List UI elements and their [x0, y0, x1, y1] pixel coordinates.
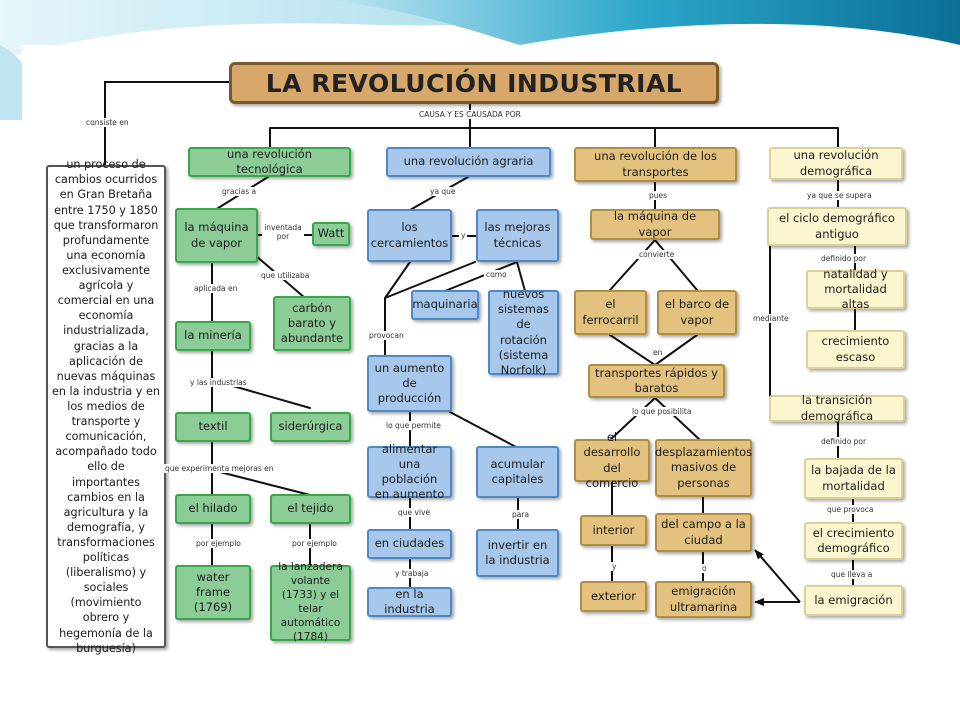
label-provocan: provocan [367, 331, 406, 340]
node-interior: interior [580, 515, 647, 546]
node-rev-demografica: una revolución demográfica [769, 147, 903, 180]
node-invertir: invertir en la industria [476, 529, 559, 577]
node-bajada-mortalidad: la bajada de la mortalidad [804, 458, 903, 499]
label-gracias-a: gracias a [220, 187, 259, 196]
node-rev-agraria: una revolución agraria [386, 147, 551, 177]
node-maquina-vapor: la máquina de vapor [175, 208, 258, 263]
label-ya-que: ya que [428, 187, 458, 196]
label-y-trabaja: y trabaja [393, 569, 431, 578]
node-aumento-produccion: un aumento de producción [367, 355, 452, 412]
label-lo-que-permite: lo que permite [384, 421, 443, 430]
link-mejoras-items [444, 261, 526, 292]
label-que-experimenta: que experimenta mejoras en [163, 464, 276, 473]
node-mineria: la minería [175, 321, 251, 351]
top-swoosh-light [0, 0, 960, 60]
node-maquina-vapor-t: la máquina de vapor [590, 209, 720, 240]
arrow-emigracion-campo [754, 549, 801, 603]
node-water-frame: water frame (1769) [175, 565, 251, 620]
label-y-transportes: y [610, 562, 619, 571]
label-que-lleva-a: que lleva a [829, 570, 875, 579]
node-desplazamientos: desplazamientos masivos de personas [655, 439, 752, 497]
link-title-definition [104, 81, 231, 169]
node-maquinaria: maquinaria [411, 290, 479, 320]
node-ultramarina: emigración ultramarina [655, 581, 752, 618]
link-vehicles-rapidos [609, 334, 698, 366]
label-consiste-en: consiste en [84, 118, 131, 127]
node-rev-transportes: una revolución de los transportes [574, 147, 737, 182]
node-lanzadera: la lanzadera volante (1733) y el telar a… [270, 561, 351, 643]
label-por-ejemplo-2: por ejemplo [290, 539, 339, 548]
node-textil: textil [175, 412, 251, 442]
link-title-branches [269, 101, 839, 149]
page-title: LA REVOLUCIÓN INDUSTRIAL [229, 62, 719, 104]
label-y-las-industrias: y las industrias [188, 378, 249, 387]
label-para: para [510, 510, 532, 519]
label-que-utilizaba: que utilizaba [259, 271, 312, 280]
label-definido-por-1: definido por [819, 254, 869, 263]
label-definido-por-2: definido por [819, 437, 869, 446]
node-natalidad: natalidad y mortalidad altas [806, 267, 905, 311]
node-watt: Watt [312, 222, 350, 246]
label-en: en [651, 348, 665, 357]
label-aplicada-en: aplicada en [192, 284, 240, 293]
label-pues: pues [647, 191, 670, 200]
node-cercamientos: los cercamientos [367, 209, 452, 262]
node-tejido: el tejido [270, 494, 351, 524]
label-mediante: mediante [751, 314, 791, 323]
label-inventada-por: inventada por [262, 223, 304, 241]
label-lo-que-posibilita: lo que posibilita [630, 407, 694, 416]
node-carbon: carbón barato y abundante [273, 296, 351, 351]
label-y-agraria: y [459, 231, 468, 240]
label-causa: CAUSA Y ES CAUSADA POR [417, 110, 523, 119]
node-industria: en la industria [367, 587, 452, 617]
node-rev-tecnologica: una revolución tecnológica [188, 147, 351, 177]
node-siderurgica: siderúrgica [270, 412, 351, 442]
node-crecimiento-escaso: crecimiento escaso [806, 330, 905, 369]
node-hilado: el hilado [175, 494, 251, 524]
node-barco-vapor: el barco de vapor [657, 290, 737, 335]
node-acumular: acumular capitales [476, 446, 559, 498]
label-que-provoca: que provoca [825, 505, 876, 514]
node-emigracion: la emigración [804, 585, 903, 616]
node-mejoras-tecnicas: las mejoras técnicas [476, 209, 559, 262]
definition-box: un proceso de cambios ocurridos en Gran … [46, 158, 166, 655]
node-ciclo-antiguo: el ciclo demográfico antiguo [767, 207, 907, 246]
node-transicion: la transición demográfica [769, 393, 905, 423]
label-convierte: convierte [637, 250, 677, 259]
node-ferrocarril: el ferrocarril [574, 290, 647, 335]
link-aumento-results [409, 411, 519, 449]
node-desarrollo-comercio: el desarrollo del comercio [574, 430, 650, 490]
label-o: o [700, 564, 709, 573]
node-crecimiento-demografico: el crecimiento demográfico [804, 522, 903, 560]
node-ciudades: en ciudades [367, 529, 452, 559]
label-ya-que-se-supera: ya que se supera [805, 191, 874, 200]
node-exterior: exterior [580, 581, 647, 612]
label-como: como [484, 270, 509, 279]
top-swoosh-dark [330, 0, 960, 45]
link-rapidos-results [609, 397, 701, 441]
node-norfolk: nuevos sistemas de rotación (sistema Nor… [488, 287, 559, 377]
label-por-ejemplo-1: por ejemplo [194, 539, 243, 548]
node-campo-ciudad: del campo a la ciudad [655, 513, 752, 552]
node-alimentar: alimentar una población en aumento [367, 442, 452, 501]
node-transportes-rapidos: transportes rápidos y baratos [588, 364, 725, 398]
label-que-vive: que vive [396, 508, 433, 517]
link-maquina-vehicles [609, 239, 698, 291]
